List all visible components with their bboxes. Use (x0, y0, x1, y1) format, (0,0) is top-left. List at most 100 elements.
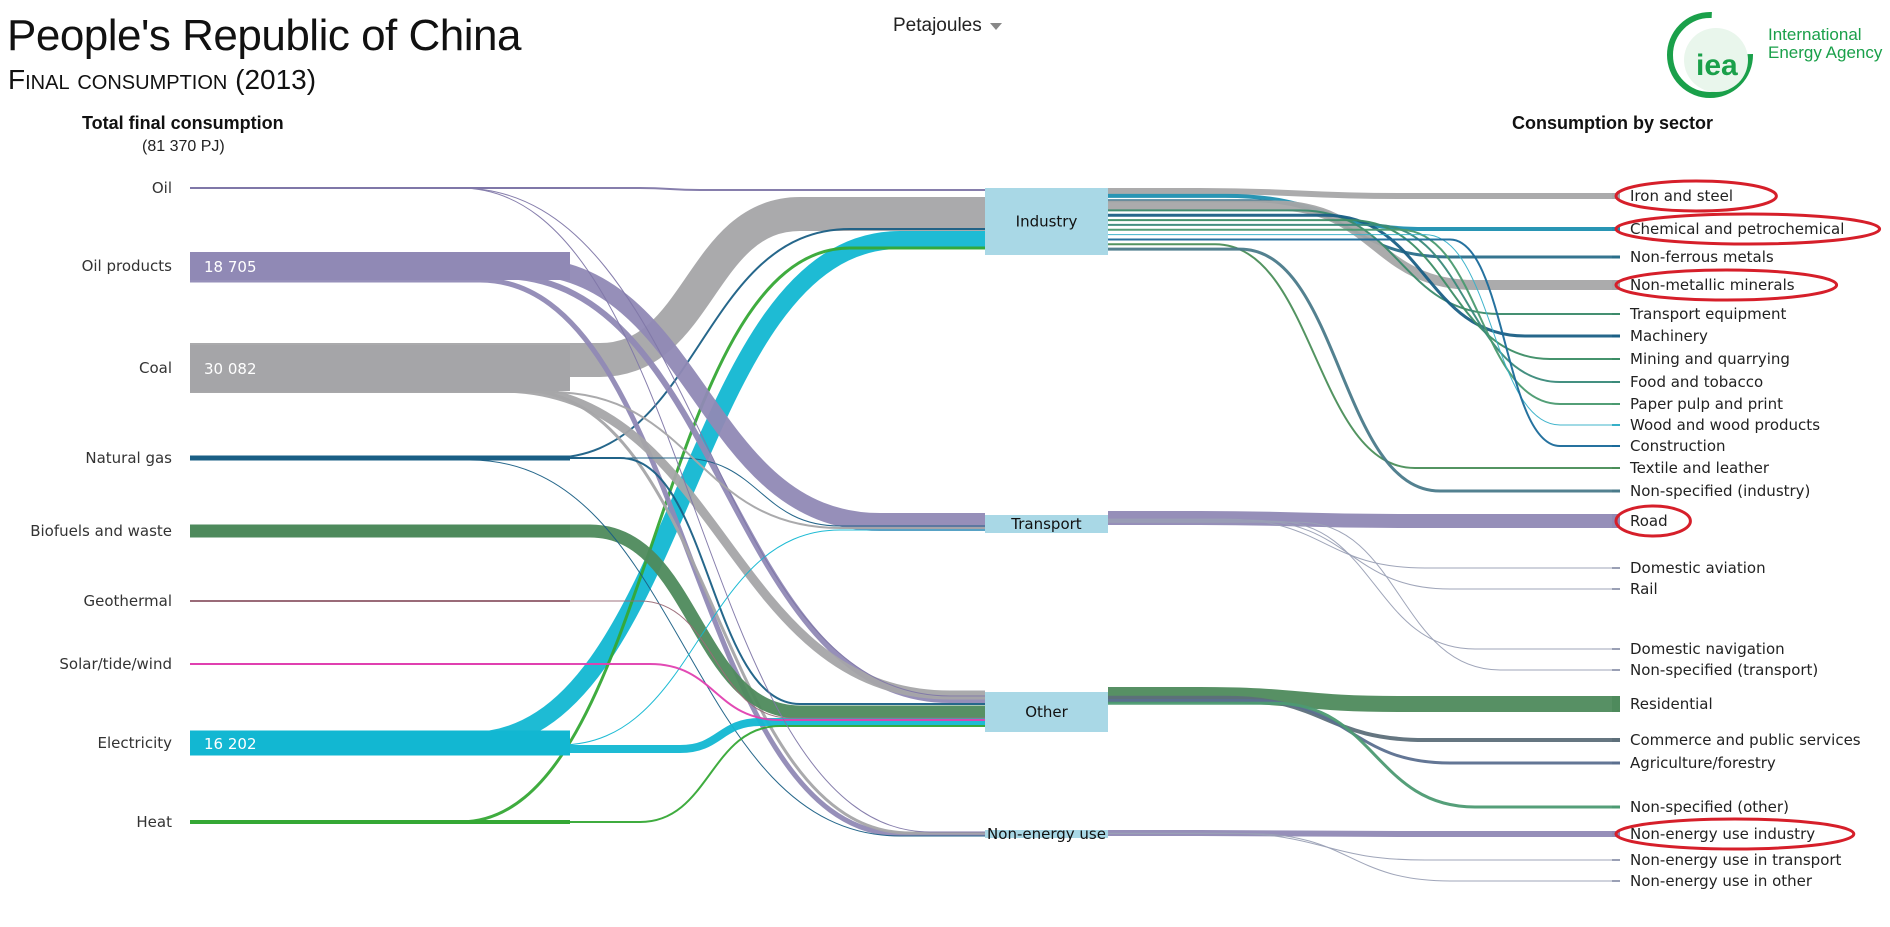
source-bar-coal (190, 345, 570, 391)
source-bar-geothermal (190, 600, 570, 602)
left-column-subheading: (81 370 PJ) (142, 138, 225, 155)
flow-coal-nonenergy (190, 388, 985, 835)
source-bar-natural_gas (190, 455, 570, 461)
flow-oil-other (190, 187, 985, 697)
highlight-circle-22 (1614, 817, 1856, 851)
subsector-flow-0 (1108, 188, 1618, 199)
subsector-flow-6 (1108, 219, 1618, 360)
highlight-circle-1 (1614, 212, 1882, 246)
unit-dropdown[interactable]: Petajoules (893, 15, 1002, 37)
flow-electricity-other (190, 718, 985, 753)
subsector-bar-24 (1612, 880, 1620, 882)
source-bar-oil_products (190, 252, 570, 280)
subsector-bar-4 (1612, 313, 1620, 315)
flow-oil-nonenergy (190, 187, 985, 833)
subsector-label-3: Non-metallic minerals (1630, 276, 1795, 294)
sector-node-industry (985, 188, 1108, 255)
subsector-flow-21 (1108, 701, 1618, 809)
page-title: People's Republic of China (7, 11, 521, 60)
flow-oil-industry (190, 187, 985, 191)
page-subtitle: Final consumption (2013) (8, 64, 317, 95)
flow-electricity-industry (190, 231, 985, 750)
source-label-oil_products: Oil products (82, 257, 173, 275)
sector-label-other: Other (1025, 703, 1068, 721)
source-label-coal: Coal (139, 359, 172, 377)
source-label-oil: Oil (152, 179, 172, 197)
subsector-bar-18 (1612, 696, 1620, 712)
highlight-circle-13 (1614, 504, 1692, 538)
source-label-solar: Solar/tide/wind (59, 655, 172, 673)
subsector-label-1: Chemical and petrochemical (1630, 220, 1844, 238)
flow-solar-other (190, 663, 985, 721)
subsector-bar-10 (1612, 445, 1620, 447)
subsector-label-9: Wood and wood products (1630, 416, 1820, 434)
logo-mark: iea (1696, 49, 1738, 82)
source-label-heat: Heat (136, 813, 172, 831)
flow-natural_gas-industry (190, 228, 985, 459)
subsector-label-19: Commerce and public services (1630, 731, 1861, 749)
subsector-label-18: Residential (1630, 695, 1713, 713)
subsector-bar-7 (1612, 381, 1620, 383)
subsector-flow-10 (1108, 238, 1618, 447)
sector-node-other (985, 692, 1108, 732)
subsector-bar-9 (1612, 424, 1620, 426)
source-bar-electricity (190, 730, 570, 756)
source-label-electricity: Electricity (97, 734, 172, 752)
subsector-label-17: Non-specified (transport) (1630, 661, 1818, 679)
subsector-flow-3 (1108, 200, 1618, 290)
logo-text-line-1: International (1768, 25, 1862, 44)
sector-node-transport (985, 515, 1108, 533)
subsector-bar-2 (1612, 255, 1620, 259)
subsector-flow-4 (1108, 209, 1618, 315)
subsector-label-7: Food and tobacco (1630, 373, 1763, 391)
subsector-bar-12 (1612, 489, 1620, 493)
subsector-label-15: Rail (1630, 580, 1658, 598)
logo-text: International Energy Agency (1768, 26, 1882, 62)
source-label-geothermal: Geothermal (83, 592, 172, 610)
subsector-label-8: Paper pulp and print (1630, 395, 1783, 413)
subsector-label-14: Domestic aviation (1630, 559, 1766, 577)
subsector-bar-8 (1612, 403, 1620, 405)
flow-natural_gas-other (190, 457, 985, 705)
subsector-label-21: Non-specified (other) (1630, 798, 1789, 816)
subsector-label-6: Mining and quarrying (1630, 350, 1790, 368)
source-bar-heat (190, 820, 570, 824)
subsector-label-11: Textile and leather (1629, 459, 1770, 477)
right-column-heading: Consumption by sector (1512, 113, 1714, 133)
subsector-flow-11 (1108, 243, 1618, 469)
subsector-bar-19 (1612, 738, 1620, 742)
subsector-flow-9 (1108, 234, 1618, 426)
subsector-label-16: Domestic navigation (1630, 640, 1785, 658)
subsector-flow-23 (1108, 832, 1618, 861)
unit-dropdown-value: Petajoules (893, 15, 982, 36)
subsector-label-23: Non-energy use in transport (1630, 851, 1842, 869)
logo-disc-icon (1684, 28, 1748, 92)
subsector-bar-16 (1612, 648, 1620, 650)
source-bar-oil (190, 187, 570, 189)
subsector-bar-11 (1612, 467, 1620, 469)
highlight-circle-0 (1614, 179, 1778, 213)
subsector-bar-5 (1612, 334, 1620, 338)
subsector-flow-13 (1108, 511, 1618, 528)
flow-heat-other (190, 725, 985, 823)
subsector-flow-15 (1108, 519, 1618, 590)
subsector-label-13: Road (1630, 512, 1668, 530)
subsector-label-12: Non-specified (industry) (1630, 482, 1810, 500)
subsector-bar-6 (1612, 358, 1620, 360)
subsector-flow-16 (1108, 520, 1618, 650)
logo-ring-icon (1667, 12, 1753, 98)
logo-text-line-2: Energy Agency (1768, 43, 1883, 62)
flow-geothermal-other (190, 600, 985, 719)
subsector-flow-5 (1108, 213, 1618, 338)
subsector-label-22: Non-energy use industry (1630, 825, 1815, 843)
flow-oil_products-transport (190, 257, 985, 531)
source-bar-solar (190, 663, 570, 665)
source-bar-biofuels (190, 524, 570, 538)
subsector-bar-21 (1612, 805, 1620, 809)
subsector-bar-14 (1612, 567, 1620, 569)
subsector-bar-15 (1612, 588, 1620, 590)
flow-coal-other (190, 383, 985, 700)
sector-label-industry: Industry (1016, 213, 1078, 231)
flow-coal-industry (190, 197, 985, 377)
